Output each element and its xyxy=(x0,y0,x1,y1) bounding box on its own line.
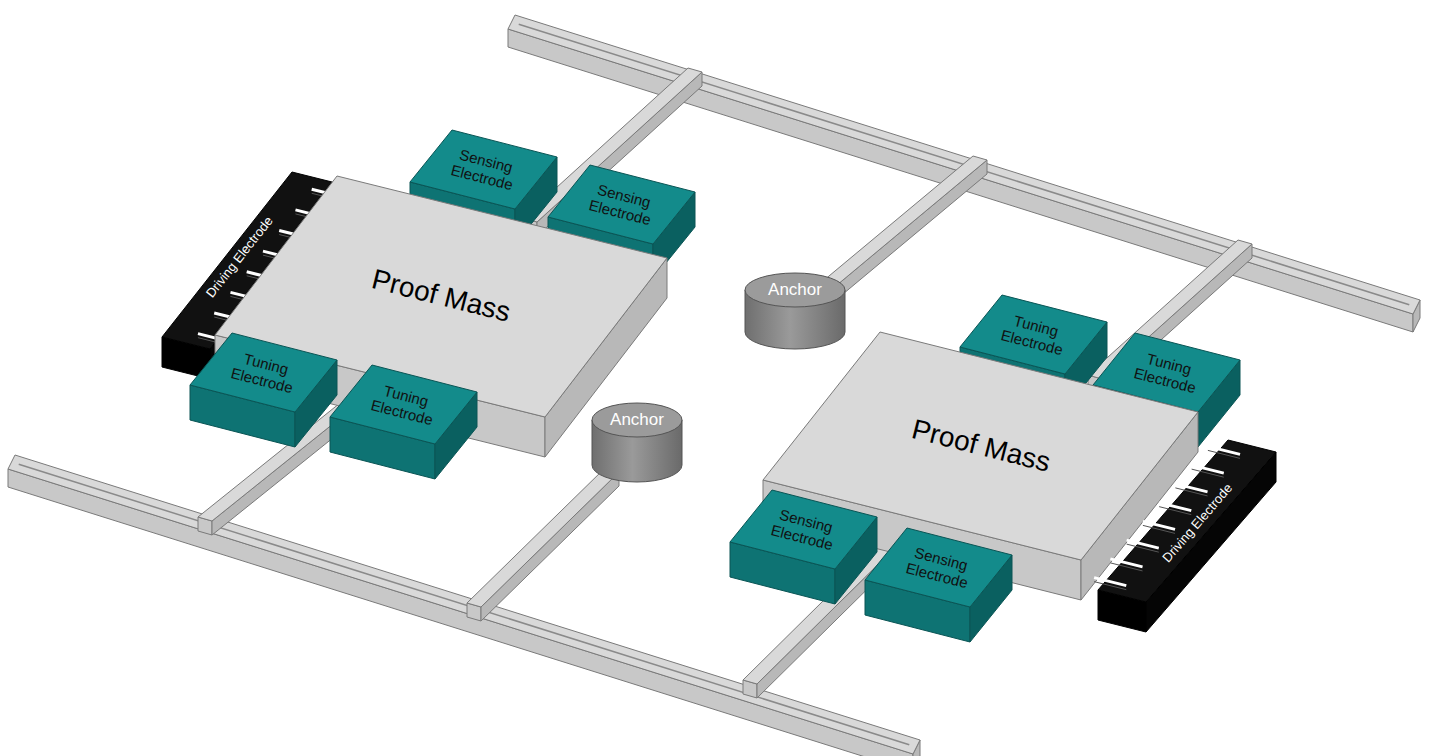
sensing-electrode-top xyxy=(730,490,877,569)
comb-finger-edge xyxy=(1192,469,1224,477)
comb-finger xyxy=(1143,521,1175,529)
anchor-top xyxy=(745,273,845,307)
sensing-electrode-top xyxy=(548,165,695,244)
frame-bar-top xyxy=(8,455,920,754)
comb-finger xyxy=(1159,503,1191,511)
anchor-label: Anchor xyxy=(597,410,677,430)
comb-finger xyxy=(1110,559,1142,567)
comb-finger xyxy=(1127,540,1159,548)
sensing-electrode-top xyxy=(865,528,1012,607)
proof-mass-top xyxy=(215,176,667,417)
anchor-top xyxy=(592,403,682,437)
driving-electrode-top xyxy=(1098,440,1276,602)
comb-finger xyxy=(1094,578,1126,586)
comb-finger xyxy=(1208,446,1240,454)
frame-groove xyxy=(19,464,910,744)
spring-beam-top xyxy=(823,156,987,285)
spring-beam-top xyxy=(467,468,619,607)
anchor-node: Anchor xyxy=(597,410,677,430)
comb-finger xyxy=(1192,465,1224,473)
spring-beam-side xyxy=(837,160,987,299)
comb-finger-edge xyxy=(1094,582,1126,590)
tuning-electrode-top xyxy=(190,333,337,412)
anchor-label: Anchor xyxy=(755,280,835,300)
sensing-electrode-top xyxy=(410,130,557,209)
comb-finger-edge xyxy=(1110,563,1142,571)
comb-finger-edge xyxy=(1143,525,1175,533)
spring-beam-side xyxy=(481,472,619,621)
comb-finger-edge xyxy=(1127,544,1159,552)
comb-finger xyxy=(1175,484,1207,492)
comb-finger-edge xyxy=(1175,488,1207,496)
comb-finger-edge xyxy=(1208,450,1240,458)
tuning-electrode-top xyxy=(330,365,477,444)
anchor-node: Anchor xyxy=(755,280,835,300)
comb-finger-edge xyxy=(1159,507,1191,515)
